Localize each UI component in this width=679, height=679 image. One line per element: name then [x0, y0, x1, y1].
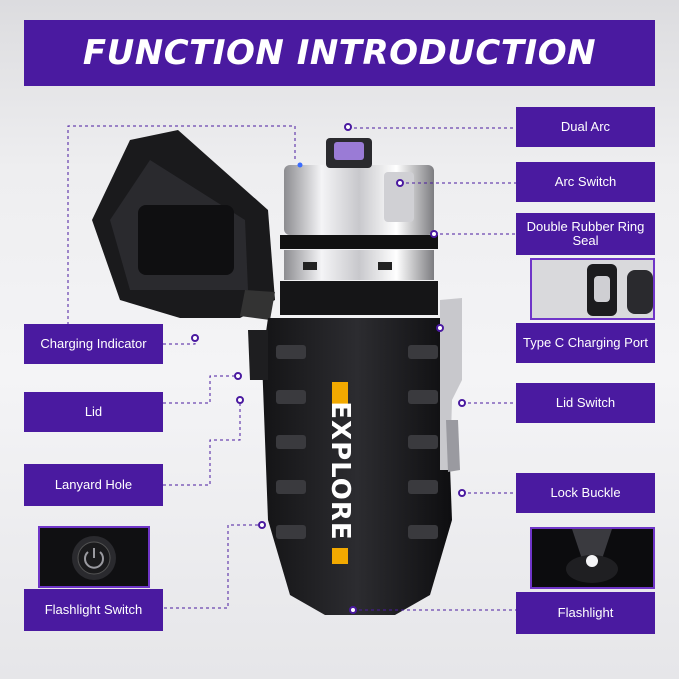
label-dual-arc: Dual Arc [516, 107, 655, 147]
flashlight-switch-thumbnail [38, 526, 150, 588]
label-charging-indicator: Charging Indicator [24, 324, 163, 364]
label-lid-switch: Lid Switch [516, 383, 655, 423]
dot-flashlight-switch [258, 521, 266, 529]
dot-charging-indicator [191, 334, 199, 342]
label-arc-switch: Arc Switch [516, 162, 655, 202]
power-icon [84, 551, 104, 569]
label-type-c-charging-port: Type C Charging Port [516, 323, 655, 363]
dot-flashlight [349, 606, 357, 614]
dot-arc-switch [396, 179, 404, 187]
type-c-port-thumbnail [530, 258, 655, 320]
label-lanyard-hole: Lanyard Hole [24, 464, 163, 506]
flashlight-thumbnail [530, 527, 655, 589]
insert-drawing [280, 138, 438, 315]
dot-ring-seal [430, 230, 438, 238]
label-double-rubber-ring-seal: Double Rubber Ring Seal [516, 213, 655, 255]
body-drawing [248, 298, 462, 615]
label-lock-buckle: Lock Buckle [516, 473, 655, 513]
label-flashlight-switch: Flashlight Switch [24, 589, 163, 631]
leader-lines [67, 125, 516, 611]
dot-lid [234, 372, 242, 380]
dot-type-c [436, 324, 444, 332]
dot-lanyard-hole [236, 396, 244, 404]
lid-drawing [92, 130, 275, 320]
dot-lid-switch [458, 399, 466, 407]
dot-lock-buckle [458, 489, 466, 497]
title-banner: FUNCTION INTRODUCTION [24, 20, 655, 86]
label-lid: Lid [24, 392, 163, 432]
brand-text: EXPLORE [325, 401, 355, 541]
label-flashlight: Flashlight [516, 592, 655, 634]
dot-dual-arc [344, 123, 352, 131]
banner-title: FUNCTION INTRODUCTION [82, 33, 597, 73]
